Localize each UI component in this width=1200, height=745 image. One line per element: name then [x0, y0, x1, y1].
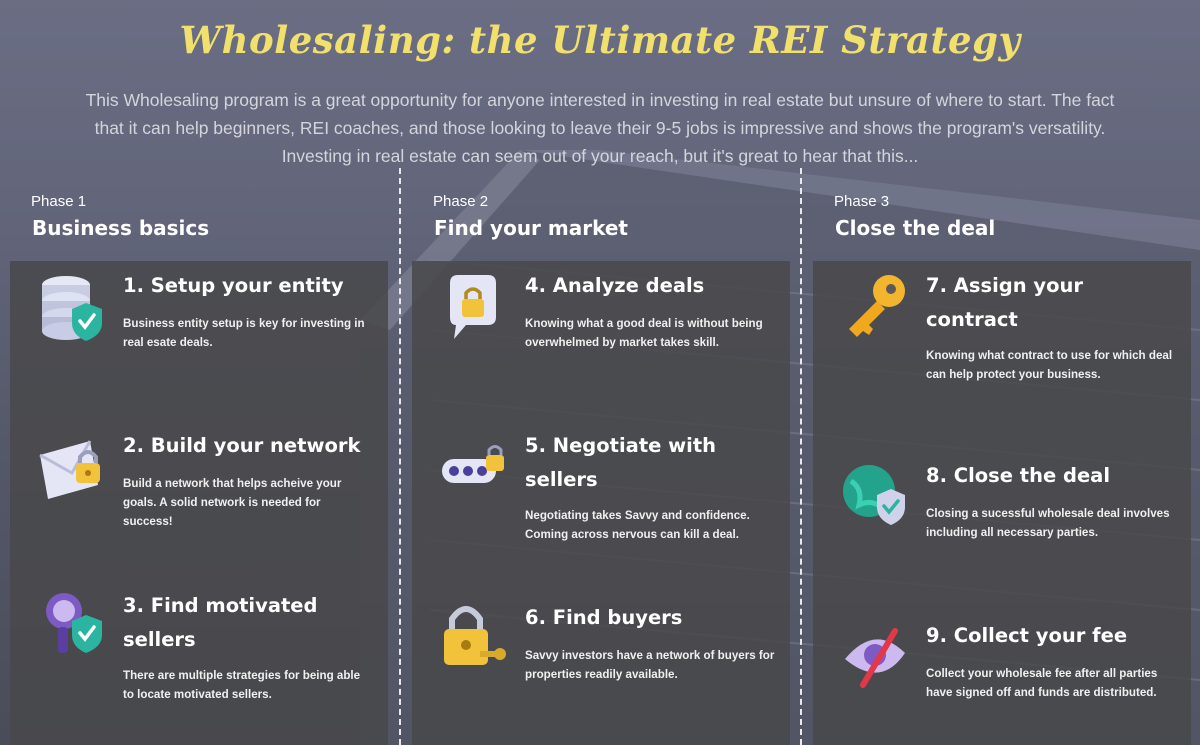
- phase-3-label: Phase 3: [834, 193, 890, 210]
- phase-3-name: Close the deal: [835, 216, 996, 240]
- phase-1-label: Phase 1: [31, 193, 87, 210]
- step-title: 5. Negotiate with sellers: [525, 434, 717, 491]
- envelope-lock-icon: [39, 440, 100, 499]
- step-title: 9. Collect your fee: [926, 624, 1128, 647]
- phase-divider: [399, 168, 401, 745]
- page-title: Wholesaling: the Ultimate REI Strategy: [179, 18, 1021, 62]
- step-description: Business entity setup is key for investi…: [123, 317, 365, 349]
- step-title: 8. Close the deal: [926, 464, 1111, 487]
- padlock-key-icon: [444, 606, 506, 665]
- key-icon: [849, 275, 905, 337]
- step-title: 3. Find motivated sellers: [123, 594, 318, 651]
- step-title: 6. Find buyers: [525, 606, 683, 629]
- step-title: 2. Build your network: [123, 434, 361, 457]
- intro-paragraph: This Wholesaling program is a great oppo…: [85, 90, 1115, 166]
- phase-1-name: Business basics: [32, 216, 210, 240]
- step-description: Negotiating takes Savvy and confidence. …: [525, 509, 750, 541]
- step-description: Savvy investors have a network of buyers…: [525, 649, 775, 681]
- magnifier-shield-icon: [46, 593, 102, 653]
- phase-2-label: Phase 2: [433, 193, 489, 210]
- database-shield-icon: [42, 276, 102, 341]
- phase-2-name: Find your market: [434, 216, 628, 240]
- step-description: Closing a sucessful wholesale deal invol…: [926, 507, 1170, 539]
- step-description: Knowing what contract to use for which d…: [926, 349, 1173, 381]
- step-title: 7. Assign your contract: [926, 274, 1083, 331]
- globe-shield-icon: [843, 465, 905, 525]
- step-description: There are multiple strategies for being …: [123, 669, 361, 701]
- step-title: 1. Setup your entity: [123, 274, 344, 297]
- phase-3-panel: 7. Assign your contract Knowing what con…: [813, 261, 1191, 745]
- phase-divider: [800, 168, 802, 745]
- step-description: Knowing what a good deal is without bein…: [525, 317, 763, 349]
- step-title: 4. Analyze deals: [525, 274, 705, 297]
- chat-lock-icon: [450, 275, 496, 339]
- phase-1-panel: 1. Setup your entity Business entity set…: [10, 261, 388, 745]
- phase-2-panel: 4. Analyze deals Knowing what a good dea…: [412, 261, 790, 745]
- eye-hidden-icon: [845, 628, 905, 688]
- step-description: Build a network that helps acheive your …: [123, 477, 342, 528]
- password-lock-icon: [442, 445, 504, 483]
- step-description: Collect your wholesale fee after all par…: [926, 667, 1158, 699]
